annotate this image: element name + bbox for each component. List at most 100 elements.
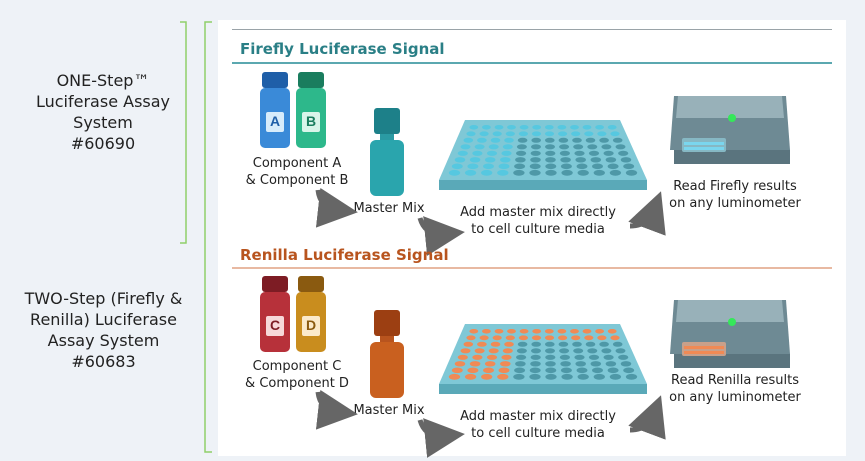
- renilla-master-mix-bottle: [370, 310, 404, 398]
- plate-well: [575, 361, 586, 367]
- plate-well: [500, 157, 511, 163]
- plate-well: [625, 373, 638, 380]
- plate-well: [482, 125, 491, 130]
- plate-well: [486, 150, 498, 156]
- plate-well: [515, 157, 526, 163]
- plate-well: [519, 329, 529, 334]
- plate-well: [576, 367, 588, 374]
- plate-well: [574, 354, 585, 360]
- plate-well: [507, 125, 516, 130]
- plate-well: [531, 144, 541, 150]
- plate-well: [585, 137, 596, 143]
- plate-well: [529, 169, 541, 176]
- plate-well: [588, 150, 600, 156]
- renilla-indicator-light: [728, 318, 736, 326]
- plate-well: [560, 361, 571, 367]
- arrow-to-master-mix-2: [315, 389, 358, 430]
- plate-well: [575, 157, 586, 163]
- plate-well: [516, 348, 527, 354]
- plate-well: [474, 348, 485, 354]
- plate-well: [498, 163, 510, 170]
- one-step-system-label: ONE-Step™ Luciferase Assay System #60690: [35, 71, 171, 153]
- two-step-bracket: [204, 21, 212, 453]
- plate-well: [557, 125, 567, 130]
- plate-well: [463, 341, 474, 347]
- plate-well: [593, 169, 605, 176]
- plate-well: [502, 348, 513, 354]
- firefly-title-rule: [232, 62, 832, 64]
- plate-well: [469, 157, 481, 163]
- firefly-add-caption: Add master mix directly to cell culture …: [460, 205, 616, 237]
- plate-well: [532, 125, 542, 130]
- plate-well: [545, 361, 556, 367]
- plate-well: [544, 125, 554, 130]
- firefly-master-mix-label: Master Mix: [353, 201, 425, 216]
- plate-well: [519, 125, 529, 130]
- plate-well: [605, 157, 617, 163]
- plate-well: [561, 373, 573, 380]
- plate-well: [610, 131, 620, 137]
- plate-well: [618, 354, 629, 360]
- plate-well: [612, 341, 623, 347]
- renilla-read-caption: Read Renilla results on any luminometer: [669, 373, 801, 405]
- plate-well: [559, 348, 570, 354]
- plate-well: [559, 150, 570, 156]
- firefly-component-tubes: A B: [260, 72, 326, 148]
- plate-well: [466, 131, 476, 137]
- plate-well: [504, 341, 514, 347]
- plate-well: [584, 335, 594, 341]
- plate-well: [560, 163, 572, 170]
- renilla-well-plate: [439, 324, 647, 394]
- plate-well: [545, 341, 555, 347]
- renilla-component-tubes: C D: [260, 276, 326, 352]
- one-step-bracket: [180, 21, 187, 244]
- plate-well: [544, 335, 555, 341]
- plate-well: [558, 341, 569, 347]
- plate-well: [467, 163, 479, 170]
- plate-well: [467, 367, 479, 374]
- plate-side: [439, 180, 647, 190]
- plate-well: [481, 373, 493, 380]
- firefly-luminometer-tray: [684, 142, 724, 150]
- plate-well: [530, 354, 541, 360]
- plate-well: [590, 157, 602, 163]
- plate-well: [625, 169, 638, 176]
- plate-well: [601, 144, 612, 150]
- plate-well: [609, 169, 622, 176]
- plate-well: [466, 335, 476, 341]
- plate-well: [492, 131, 502, 137]
- plate-well: [623, 367, 635, 374]
- plate-well: [615, 348, 626, 354]
- plate-well: [454, 157, 466, 163]
- plate-well: [558, 137, 569, 143]
- plate-well: [501, 150, 512, 156]
- plate-well: [531, 335, 542, 341]
- plate-well: [531, 341, 541, 347]
- arrow-to-luminometer-2: [628, 395, 666, 440]
- plate-well: [513, 169, 525, 176]
- plate-well: [500, 361, 511, 367]
- plate-well: [514, 163, 526, 170]
- plate-well: [558, 131, 568, 137]
- plate-well: [545, 157, 556, 163]
- plate-well: [490, 341, 501, 347]
- plate-well: [488, 144, 499, 150]
- plate-well: [530, 150, 541, 156]
- plate-well: [620, 361, 632, 367]
- plate-well: [615, 144, 626, 150]
- plate-well: [451, 367, 463, 374]
- plate-well: [545, 354, 556, 360]
- plate-well: [515, 361, 526, 367]
- plate-well: [599, 341, 609, 347]
- plate-well: [469, 125, 479, 130]
- renilla-luminometer-tray: [684, 346, 724, 354]
- firefly-top-rule: [232, 29, 832, 30]
- plate-well: [517, 341, 528, 347]
- plate-well: [469, 361, 481, 367]
- plate-well: [570, 125, 579, 130]
- plate-well: [545, 144, 555, 150]
- two-step-system-label: TWO-Step (Firefly & Renilla) Luciferase …: [24, 289, 183, 371]
- plate-well: [560, 157, 571, 163]
- plate-well: [532, 329, 542, 334]
